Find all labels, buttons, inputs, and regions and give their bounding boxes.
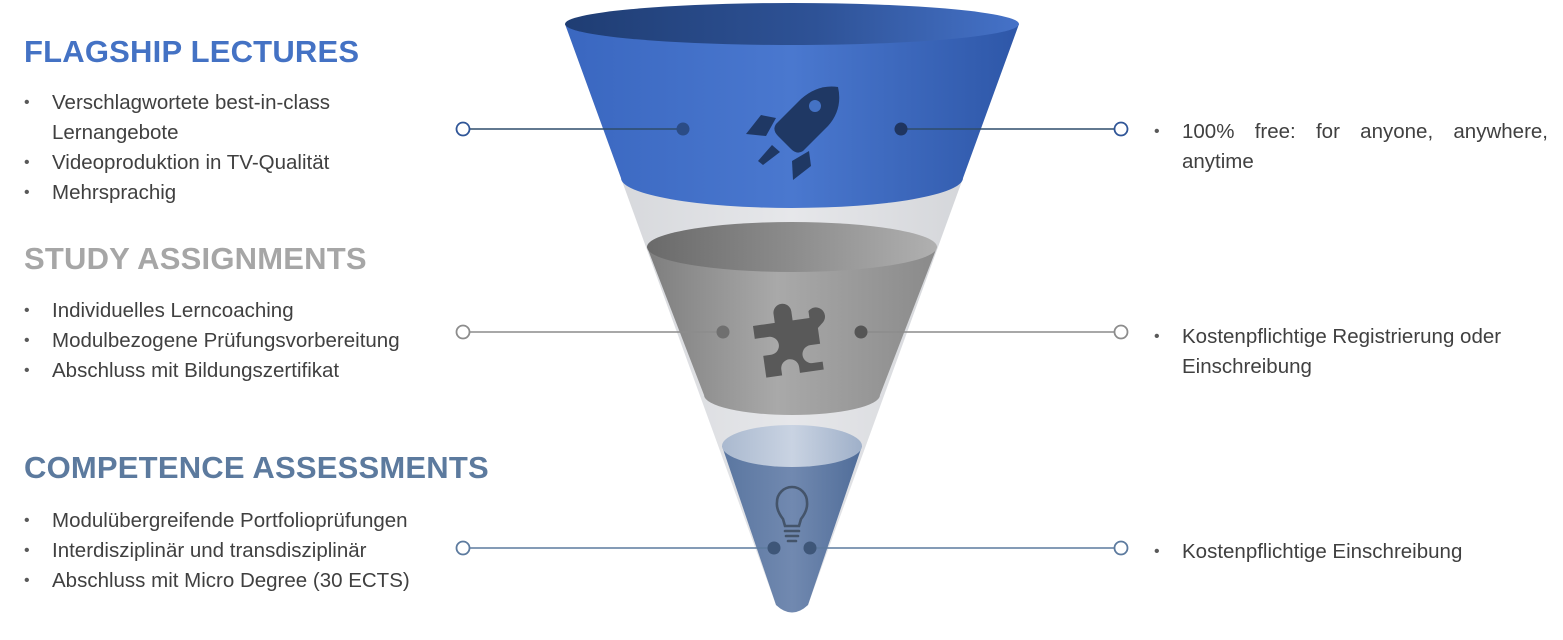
study-assignments-features: Individuelles Lerncoaching Modulbezogene… — [24, 296, 454, 386]
list-item: Modulübergreifende Portfolioprüfungen — [24, 506, 424, 536]
funnel-band-slate-top — [722, 425, 862, 467]
connector-blue-left — [455, 121, 690, 137]
study-assignments-access: Kostenpflichtige Registrierung oder Eins… — [1154, 322, 1548, 382]
list-item: 100% free: for anyone, anywhere, anytime — [1154, 117, 1548, 177]
funnel-band-gray-top — [647, 222, 937, 272]
connector-gray-right — [854, 324, 1129, 340]
connector-blue-right — [894, 121, 1129, 137]
connector-gray-left — [455, 324, 730, 340]
flagship-lectures-access: 100% free: for anyone, anywhere, anytime — [1154, 117, 1548, 177]
connector-slate-right — [803, 540, 1129, 556]
rocket-icon — [746, 86, 840, 180]
lightbulb-icon — [775, 485, 809, 543]
list-item: Kostenpflichtige Registrierung oder Eins… — [1154, 322, 1548, 382]
list-item: Videoproduktion in TV-Qualität — [24, 148, 454, 178]
section-title-competence-assessments: COMPETENCE ASSESSMENTS — [24, 450, 489, 485]
list-item: Kostenpflichtige Einschreibung — [1154, 537, 1548, 567]
section-title-study-assignments: STUDY ASSIGNMENTS — [24, 241, 367, 276]
flagship-lectures-features: Verschlagwortete best-in-class Lernangeb… — [24, 88, 454, 208]
list-item: Individuelles Lerncoaching — [24, 296, 454, 326]
list-item: Modulbezogene Prüfungsvorbereitung — [24, 326, 454, 356]
competence-assessments-features: Modulübergreifende Portfolioprüfungen In… — [24, 506, 424, 596]
competence-assessments-access: Kostenpflichtige Einschreibung — [1154, 537, 1548, 567]
list-item: Interdisziplinär und transdisziplinär — [24, 536, 424, 566]
funnel-band-slate — [722, 446, 862, 613]
list-item: Abschluss mit Micro Degree (30 ECTS) — [24, 566, 424, 596]
list-item: Mehrsprachig — [24, 178, 454, 208]
list-item: Abschluss mit Bildungszertifikat — [24, 356, 454, 386]
section-title-flagship-lectures: FLAGSHIP LECTURES — [24, 34, 360, 69]
puzzle-icon — [752, 303, 825, 378]
list-item: Verschlagwortete best-in-class Lernangeb… — [24, 88, 454, 148]
connector-slate-left — [455, 540, 781, 556]
funnel-band-blue-top — [565, 3, 1019, 45]
